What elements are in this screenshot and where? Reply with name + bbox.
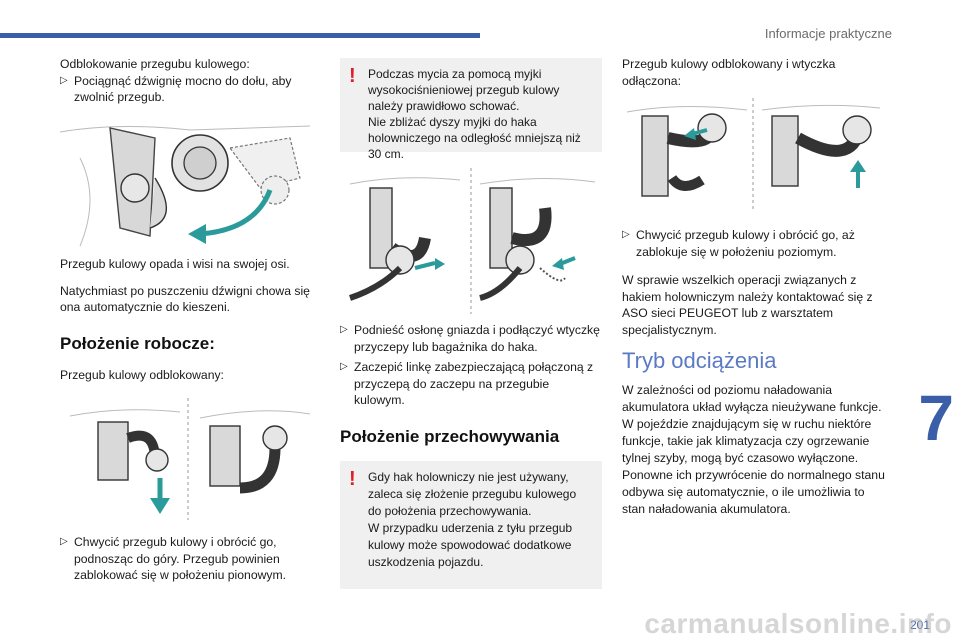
warning-icon: !: [349, 65, 356, 87]
col3-intro: Przegub kulowy odblokowany i wtyczka odł…: [622, 56, 887, 99]
intro-title: Odblokowanie przegubu kulowego:: [60, 57, 250, 71]
bullet-attach-cable: ▷ Zaczepić linkę zabezpieczającą połączo…: [340, 360, 594, 407]
col1-bottom: ▷ Chwycić przegub kulowy i obrócić go, p…: [60, 534, 310, 588]
para-ball-unlocked: Przegub kulowy odblokowany:: [60, 368, 224, 382]
col3-load: W zależności od poziomu naładowania akum…: [622, 382, 887, 528]
bullet-marker-icon: ▷: [622, 229, 630, 240]
col1-intro: Odblokowanie przegubu kulowego: ▷ Pociąg…: [60, 56, 310, 110]
figure-connect-trailer: [340, 168, 602, 314]
para-contact-dealer: W sprawie wszelkich operacji związanych …: [622, 273, 873, 337]
col3-body: ▷ Chwycić przegub kulowy i obrócić go, a…: [622, 227, 887, 348]
para-load-shedding: W zależności od poziomu naładowania akum…: [622, 383, 885, 516]
heading-load-shedding: Tryb odciążenia: [622, 348, 777, 373]
intro-bullet: ▷ Pociągnąć dźwignię mocno do dołu, aby …: [60, 73, 292, 105]
figure-lever-release: [60, 118, 318, 248]
page-number: 201: [909, 618, 930, 632]
watermark: carmanualsonline.info: [644, 608, 952, 639]
col2-bullets: ▷ Podnieść osłonę gniazda i podłączyć wt…: [340, 322, 602, 413]
para-unplugged: Przegub kulowy odblokowany i wtyczka odł…: [622, 57, 836, 88]
bullet-marker-icon: ▷: [340, 361, 348, 372]
bullet-marker-icon: ▷: [60, 536, 68, 547]
heading-storage-position: Położenie przechowywania: [340, 427, 560, 446]
warning-box-storage: ! Gdy hak holowniczy nie jest używany, z…: [340, 461, 602, 589]
top-rule: [0, 33, 480, 38]
para-ball-hangs: Przegub kulowy opada i wisi na swojej os…: [60, 257, 290, 271]
para-lever-retracts: Natychmiast po puszczeniu dźwigni chowa …: [60, 283, 310, 315]
col1-body: Przegub kulowy opada i wisi na swojej os…: [60, 256, 310, 326]
section-title: Informacje praktyczne: [764, 26, 892, 41]
figure-working-position: [60, 398, 318, 520]
warning-box-washing: ! Podczas mycia za pomocą myjki wysokoci…: [340, 58, 602, 161]
heading-working-position: Położenie robocze:: [60, 334, 215, 353]
figure-storage-position: [622, 98, 884, 210]
chapter-number: 7: [918, 382, 954, 454]
col1-unlocked: Przegub kulowy odblokowany:: [60, 367, 310, 394]
bullet-marker-icon: ▷: [340, 324, 348, 335]
bullet-rotate-up: ▷ Chwycić przegub kulowy i obrócić go, p…: [60, 535, 287, 582]
bullet-lift-cover: ▷ Podnieść osłonę gniazda i podłączyć wt…: [340, 323, 600, 354]
bullet-marker-icon: ▷: [60, 74, 68, 86]
bullet-rotate-horizontal: ▷ Chwycić przegub kulowy i obrócić go, a…: [622, 228, 855, 259]
warning-icon: !: [349, 468, 356, 490]
